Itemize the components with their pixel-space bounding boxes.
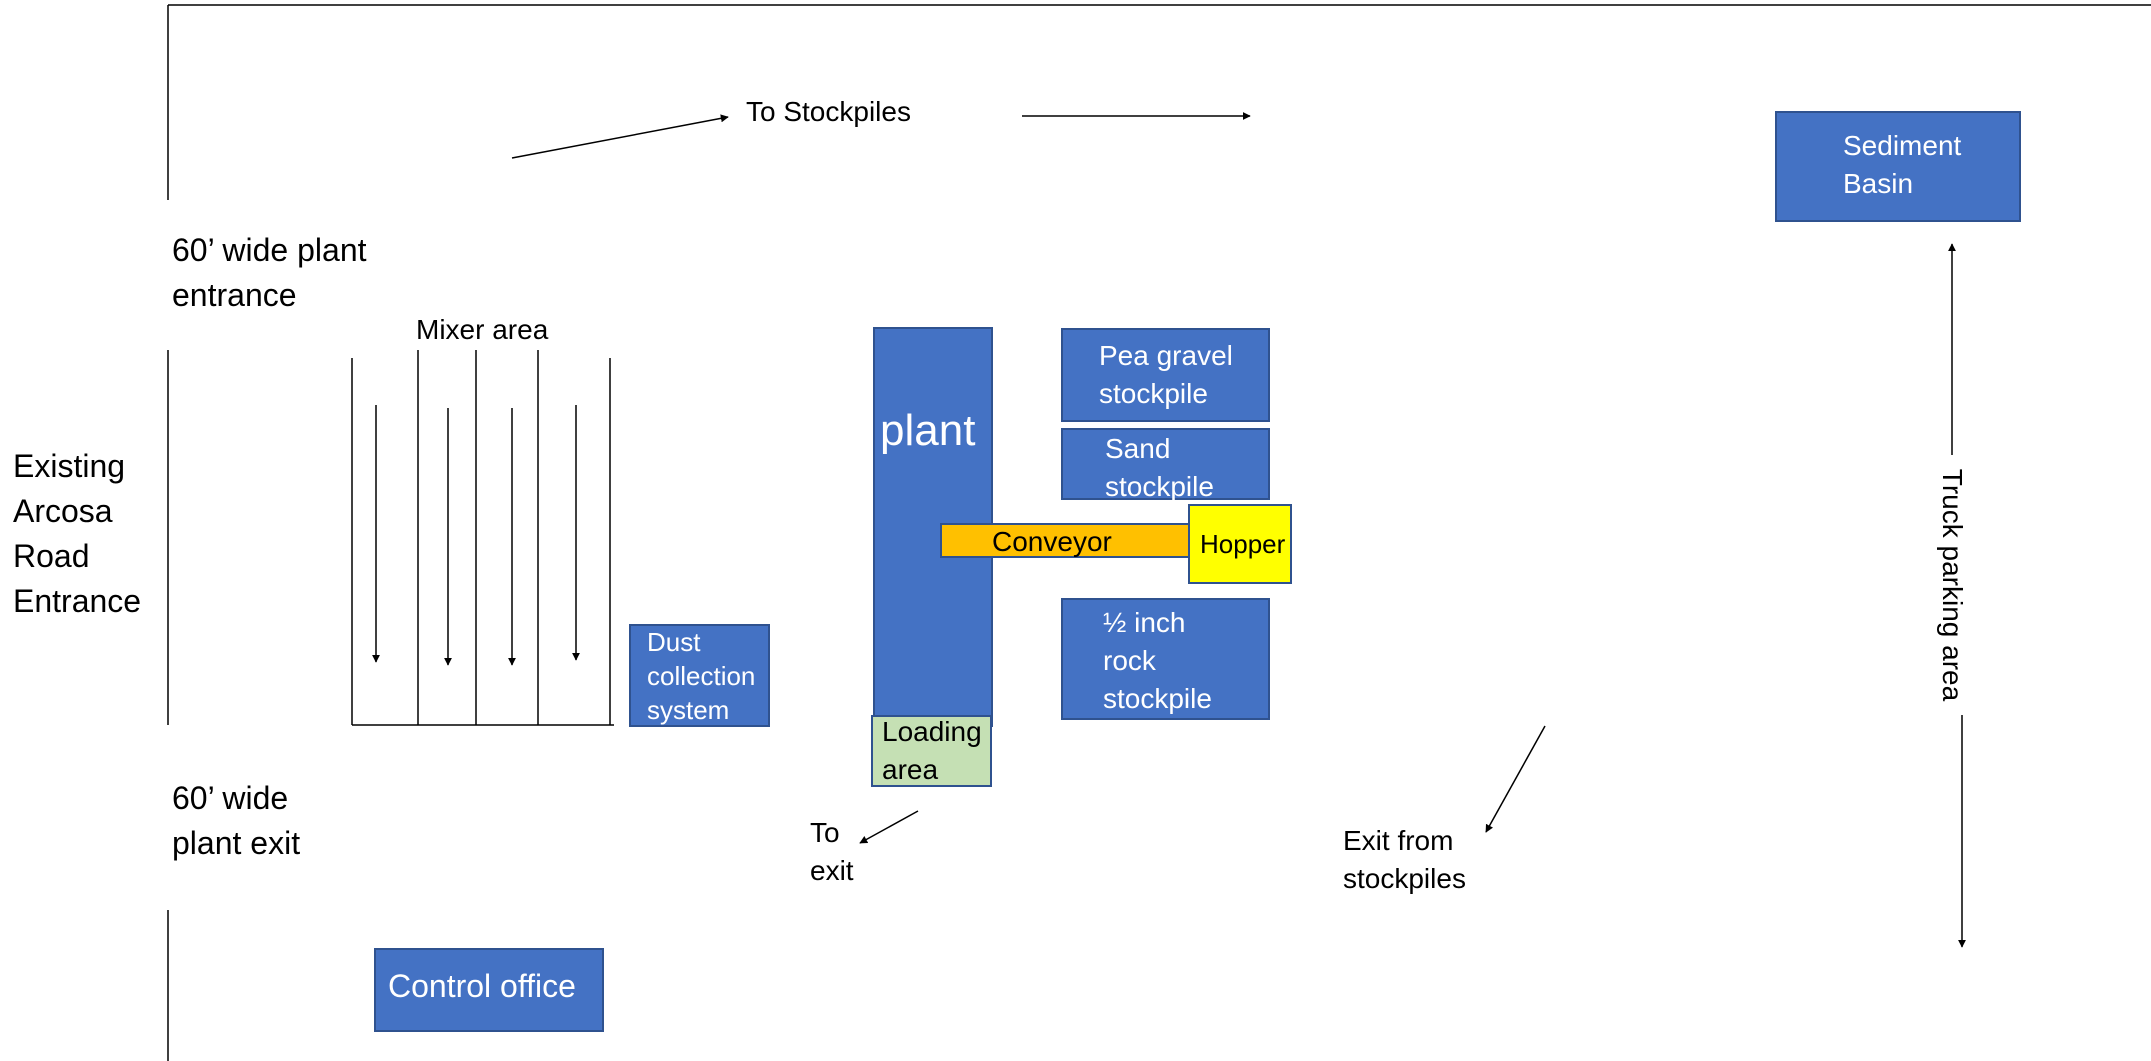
conveyor-box: Conveyor — [940, 523, 1190, 558]
mixer-area-label: Mixer area — [416, 314, 549, 345]
sediment-basin-label: Sediment Basin — [1843, 130, 1962, 199]
sand-stockpile-label: Sand stockpile — [1105, 433, 1214, 502]
pea-gravel-stockpile-box: Pea gravel stockpile — [1061, 328, 1270, 422]
rock-stockpile-label: ½ inch rock stockpile — [1103, 607, 1212, 714]
pea-gravel-stockpile-label: Pea gravel stockpile — [1099, 340, 1233, 409]
dust-collection-system-box: Dust collection system — [629, 624, 770, 727]
dust-collection-system-label: Dust collection system — [647, 627, 756, 725]
plant-exit-label: 60’ wide plant exit — [172, 780, 301, 861]
exit-from-stockpiles-label: Exit from stockpiles — [1343, 825, 1466, 894]
to-exit-arrow — [859, 810, 919, 844]
to-exit-label: To exit — [810, 817, 854, 886]
to-stockpiles-arrow-left — [511, 114, 729, 159]
loading-area-label: Loading area — [882, 716, 982, 785]
to-stockpiles-label: To Stockpiles — [746, 96, 911, 127]
hopper-box: Hopper — [1188, 504, 1292, 584]
control-office-label: Control office — [388, 968, 576, 1004]
sediment-basin-box: Sediment Basin — [1775, 111, 2021, 222]
hopper-label: Hopper — [1200, 529, 1286, 559]
plant-box: plant — [873, 327, 993, 727]
exit-from-stockpiles-arrow — [1485, 725, 1546, 833]
truck-parking-area-label: Truck parking area — [1937, 468, 1968, 702]
conveyor-label: Conveyor — [992, 526, 1112, 557]
control-office-box: Control office — [374, 948, 604, 1032]
plant-entrance-label: 60’ wide plant entrance — [172, 232, 367, 313]
rock-stockpile-box: ½ inch rock stockpile — [1061, 598, 1270, 720]
plant-label: plant — [880, 406, 976, 455]
loading-area-box: Loading area — [871, 715, 992, 787]
sand-stockpile-box: Sand stockpile — [1061, 428, 1270, 502]
road-entrance-label: Existing Arcosa Road Entrance — [13, 448, 142, 619]
